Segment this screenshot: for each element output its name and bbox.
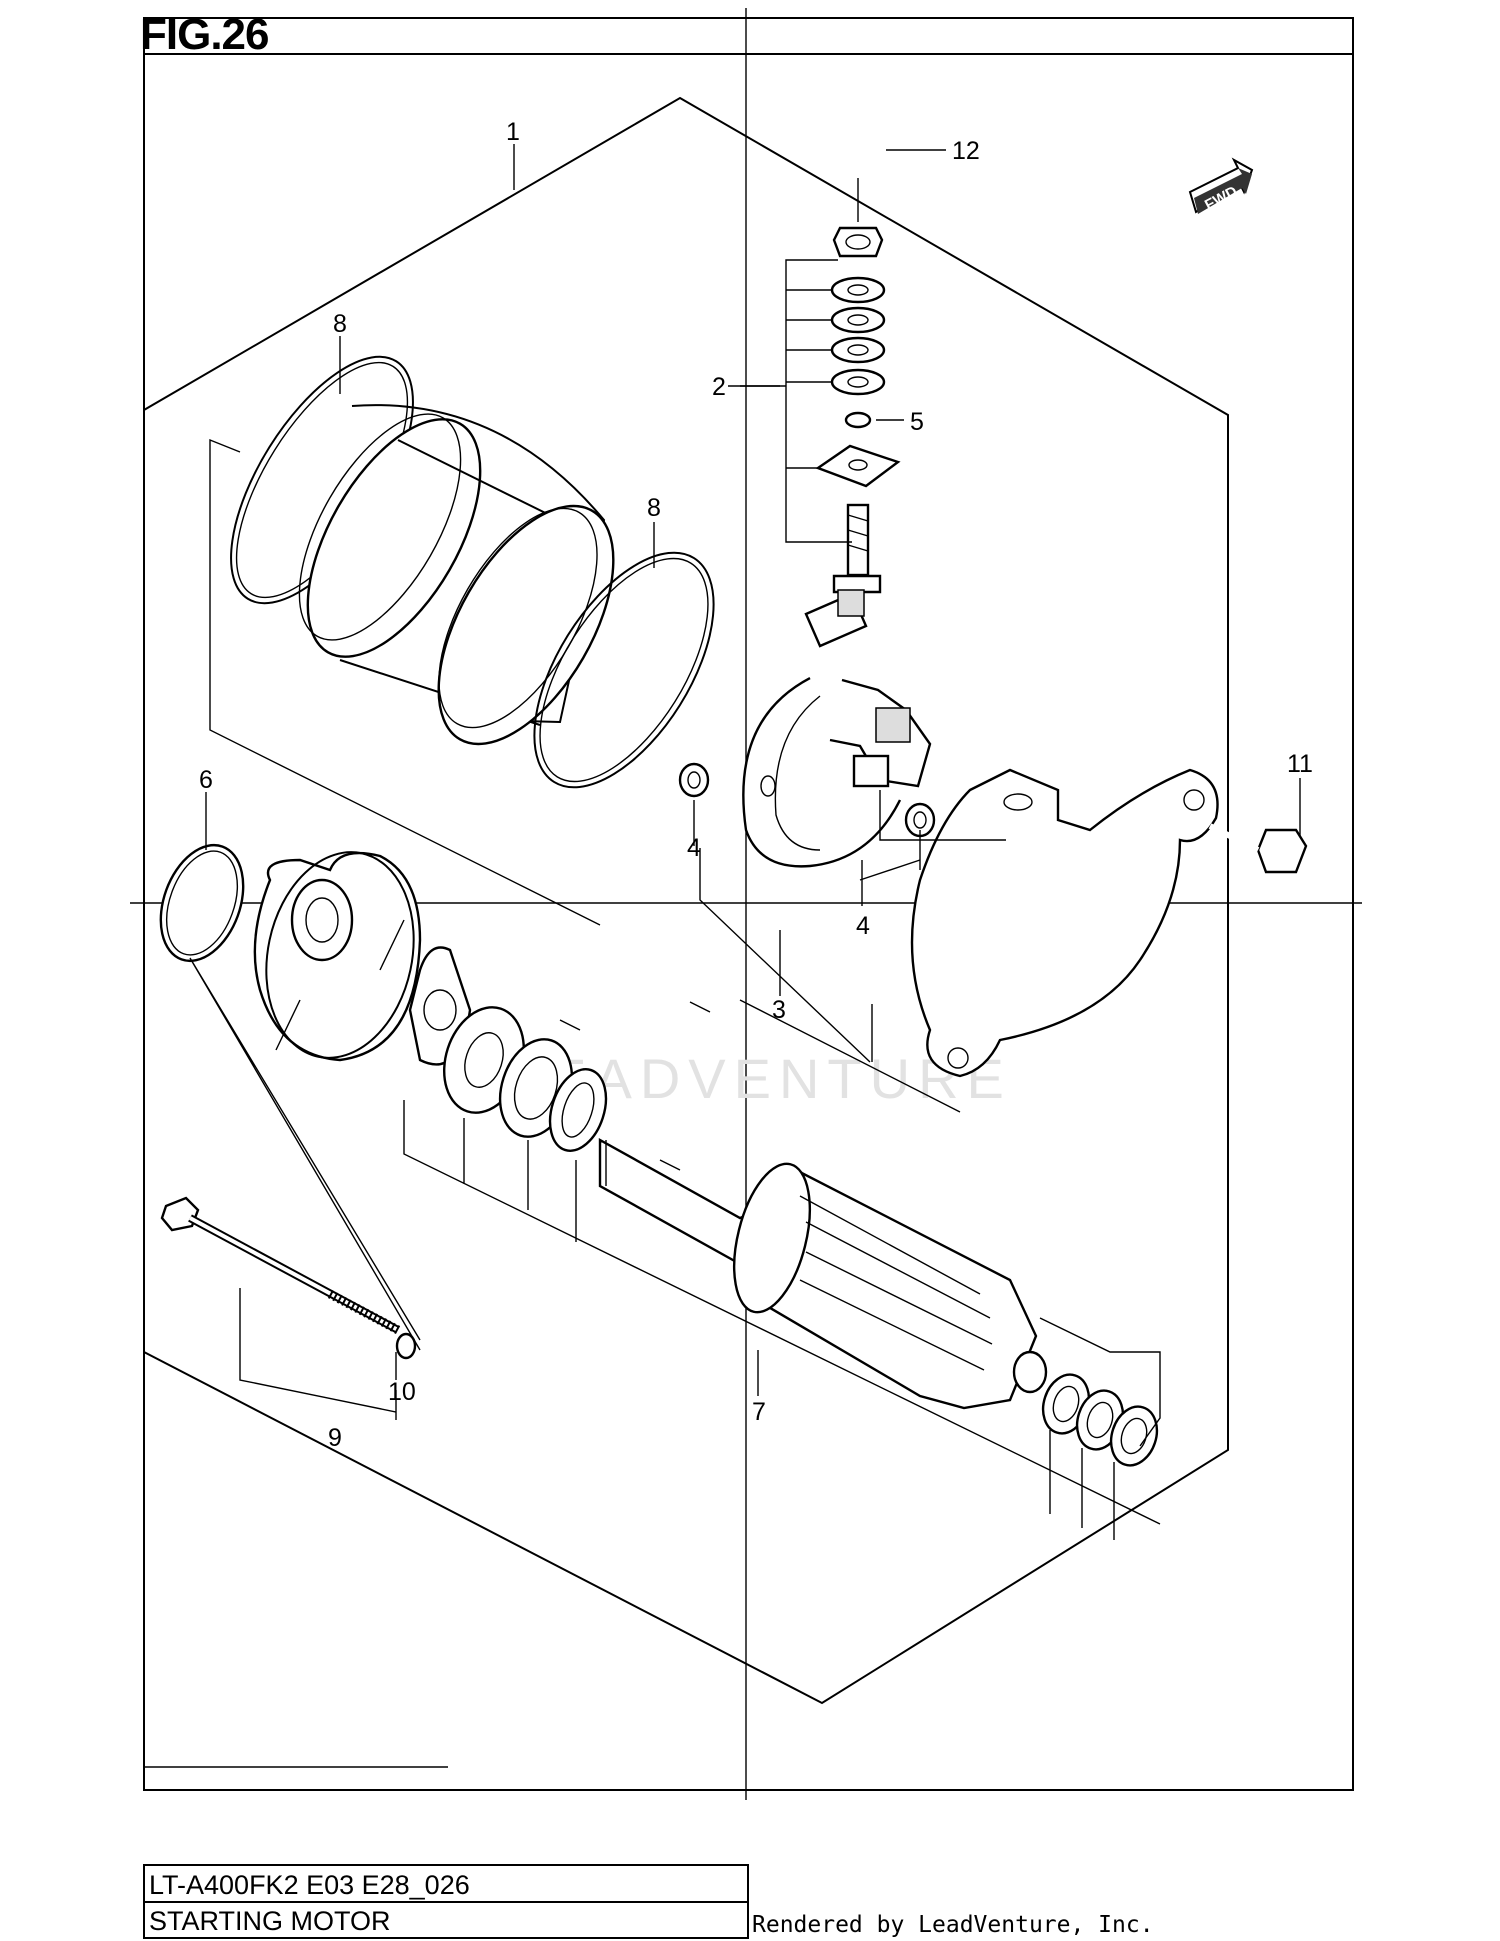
brush-holder-plate-part: [742, 676, 932, 868]
front-housing-part: [253, 851, 422, 1062]
callout-2: 2: [712, 373, 726, 401]
callout-9: 9: [328, 1424, 342, 1452]
mounting-bolt-part: [1208, 823, 1308, 874]
callout-1: 1: [506, 118, 520, 146]
brush-spring-left-part: [678, 762, 710, 798]
assembly-outline: [143, 96, 1229, 1705]
callout-12: 12: [952, 137, 980, 165]
terminal-kit-part: [804, 178, 901, 648]
callout-3: 3: [772, 996, 786, 1024]
figure-title: FIG.26: [140, 10, 269, 59]
section-name-box: STARTING MOTOR: [143, 1901, 749, 1939]
callout-8-upper: 8: [333, 310, 347, 338]
fwd-arrow-icon: FWD: [1188, 157, 1254, 214]
leader-part-2-bracket: [740, 259, 852, 543]
rendered-by-text: Rendered by LeadVenture, Inc.: [752, 1912, 1154, 1938]
rear-housing-part: [910, 768, 1219, 1078]
callout-5: 5: [910, 408, 924, 436]
thrust-washer-set-part: [408, 946, 608, 1152]
callout-4-right: 4: [856, 912, 870, 940]
section-name: STARTING MOTOR: [149, 1906, 391, 1936]
callout-10: 10: [388, 1378, 416, 1406]
through-bolt-part: [160, 1196, 401, 1334]
callout-11: 11: [1287, 750, 1313, 778]
callout-leaders: [205, 144, 1301, 1396]
o-ring-front-part: [159, 843, 245, 963]
brush-spring-right-part: [904, 802, 936, 838]
callout-8-lower: 8: [647, 494, 661, 522]
o-ring-lower-part: [533, 551, 715, 789]
model-code-box: LT-A400FK2 E03 E28_026: [143, 1864, 749, 1903]
rear-washer-set-part: [1041, 1373, 1159, 1467]
yoke-housing-part: [298, 404, 615, 746]
armature-part: [598, 1137, 1048, 1410]
callout-6: 6: [199, 766, 213, 794]
callout-4-left: 4: [687, 834, 701, 862]
model-code: LT-A400FK2 E03 E28_026: [149, 1870, 470, 1900]
explode-lines: [189, 438, 1161, 1540]
bolt-o-ring-part: [395, 1332, 417, 1360]
callout-7: 7: [752, 1398, 766, 1426]
